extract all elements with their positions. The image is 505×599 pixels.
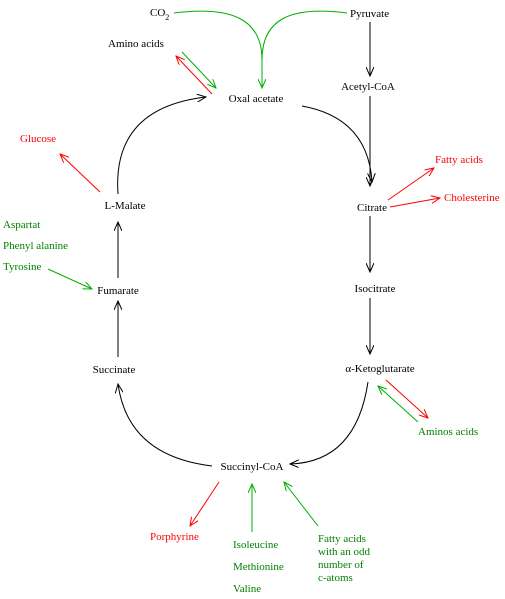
green-pyruvate-curve <box>261 10 348 61</box>
label-aspartat: Aspartat <box>3 219 40 231</box>
label-aminos-acids: Aminos acids <box>418 426 478 438</box>
arrow-ketoglutarate-to-succinylcoa <box>290 381 369 464</box>
label-porphyrine: Porphyrine <box>150 531 199 543</box>
label-co2: CO2 <box>150 7 169 22</box>
arrow-lmalate-to-oxal <box>117 97 206 195</box>
red-succinylcoa-to-porphyrine-arrow <box>190 481 220 526</box>
red-citrate-to-fattyacids-arrow <box>387 168 434 201</box>
label-phenyl-alanine: Phenyl alanine <box>3 240 68 252</box>
label-ketoglutarate: α-Ketoglutarate <box>345 363 414 375</box>
label-odd-fatty-line1: Fatty acids <box>318 533 366 545</box>
green-tyrosine-to-fumarate-arrow <box>47 268 92 289</box>
red-lmalate-to-glucose-arrow <box>60 154 101 193</box>
label-succinyl-coa: Succinyl-CoA <box>221 461 284 473</box>
label-co2-main: CO <box>150 7 165 19</box>
label-l-malate: L-Malate <box>105 200 146 212</box>
red-ketoglutarate-to-aminosacids-arrow <box>385 379 428 418</box>
label-odd-fatty-line3: number of <box>318 559 364 571</box>
label-odd-fatty-line2: with an odd <box>318 546 370 558</box>
label-amino-acids: Amino acids <box>108 38 164 50</box>
label-isoleucine: Isoleucine <box>233 539 278 551</box>
arrow-oxal-to-citrate <box>301 105 372 182</box>
arrow-succinylcoa-to-succinate <box>118 384 213 467</box>
label-odd-fatty-line4: c-atoms <box>318 572 353 584</box>
label-isocitrate: Isocitrate <box>355 283 396 295</box>
label-cholesterine: Cholesterine <box>444 192 500 204</box>
label-succinate: Succinate <box>93 364 136 376</box>
label-methionine: Methionine <box>233 561 284 573</box>
label-pyruvate: Pyruvate <box>350 8 389 20</box>
label-fumarate: Fumarate <box>97 285 139 297</box>
label-fatty-acids: Fatty acids <box>435 154 483 166</box>
green-fattyacids-odd-to-succinylcoa-arrow <box>284 482 319 527</box>
label-oxal-acetate: Oxal acetate <box>229 93 284 105</box>
label-acetyl-coa: Acetyl-CoA <box>341 81 395 93</box>
red-citrate-to-cholesterine-arrow <box>389 198 440 208</box>
label-citrate: Citrate <box>357 202 387 214</box>
label-glucose: Glucose <box>20 133 56 145</box>
label-co2-subscript: 2 <box>165 13 169 22</box>
label-tyrosine: Tyrosine <box>3 261 41 273</box>
label-valine: Valine <box>233 583 261 595</box>
green-aminosacids-to-ketoglutarate-arrow <box>378 386 419 423</box>
green-co2-curve <box>173 10 263 61</box>
red-oxal-to-aminoacids-arrow <box>176 56 213 95</box>
green-aminoacids-to-oxal-arrow <box>181 51 216 88</box>
